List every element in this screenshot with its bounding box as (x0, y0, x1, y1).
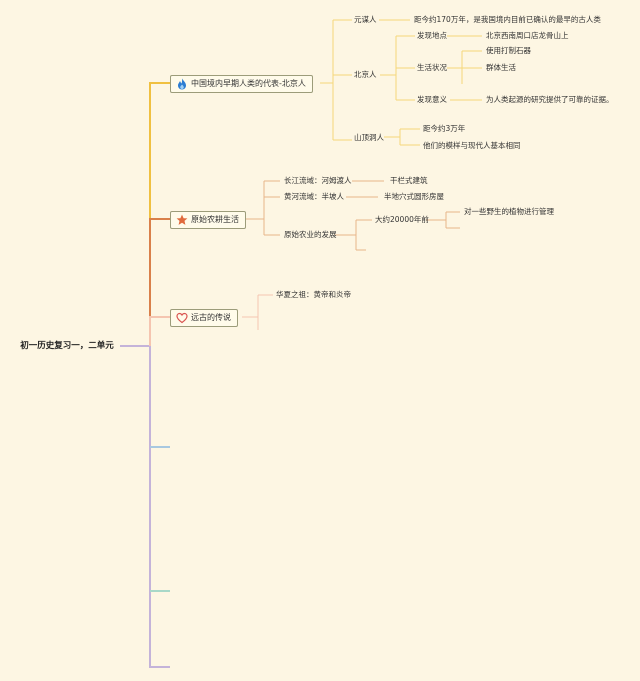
fire-icon (178, 78, 186, 90)
topic-primitive-farming[interactable]: 原始农耕生活 (170, 211, 246, 229)
node-upper-cave-man[interactable]: 山顶洞人 (354, 133, 384, 142)
node-yuanmou-man[interactable]: 元谋人 (354, 15, 377, 24)
node-plant-management[interactable]: 对一些野生的植物进行管理 (464, 207, 554, 216)
topic-label: 原始农耕生活 (191, 215, 239, 224)
root-topic[interactable]: 初一历史复习一，二单元 (14, 338, 120, 354)
heart-icon (176, 312, 188, 324)
node-20000-years[interactable]: 大约20000年前 (375, 215, 429, 224)
topic-label: 中国境内早期人类的代表-北京人 (191, 79, 306, 88)
node-yuanmou-detail[interactable]: 距今约170万年，是我国境内目前已确认的最早的古人类 (414, 15, 601, 24)
node-significance[interactable]: 发现意义 (417, 95, 447, 104)
node-stone-tools[interactable]: 使用打制石器 (486, 46, 531, 55)
node-semi-cave-house[interactable]: 半地穴式圆形房屋 (384, 192, 444, 201)
node-living-conditions[interactable]: 生活状况 (417, 63, 447, 72)
node-stilt-house[interactable]: 干栏式建筑 (390, 176, 428, 185)
node-significance-detail[interactable]: 为人类起源的研究提供了可靠的证据。 (486, 95, 614, 104)
node-upper-cave-appearance[interactable]: 他们的模样与现代人基本相同 (423, 141, 521, 150)
topic-label: 远古的传说 (191, 313, 231, 322)
node-banpo[interactable]: 黄河流域：半坡人 (284, 192, 344, 201)
node-agriculture[interactable]: 原始农业的发展 (284, 230, 337, 239)
node-hemudu[interactable]: 长江流域：河姆渡人 (284, 176, 352, 185)
node-site-detail[interactable]: 北京西南周口店龙骨山上 (486, 31, 569, 40)
node-peking-man[interactable]: 北京人 (354, 70, 377, 79)
node-group-life[interactable]: 群体生活 (486, 63, 516, 72)
topic-ancient-legends[interactable]: 远古的传说 (170, 309, 238, 327)
node-upper-cave-date[interactable]: 距今约3万年 (423, 124, 466, 133)
node-discovery-site[interactable]: 发现地点 (417, 31, 447, 40)
node-huaxia-ancestors[interactable]: 华夏之祖：黄帝和炎帝 (276, 290, 351, 299)
topic-peking-man[interactable]: 中国境内早期人类的代表-北京人 (170, 75, 313, 93)
star-icon (176, 214, 188, 225)
